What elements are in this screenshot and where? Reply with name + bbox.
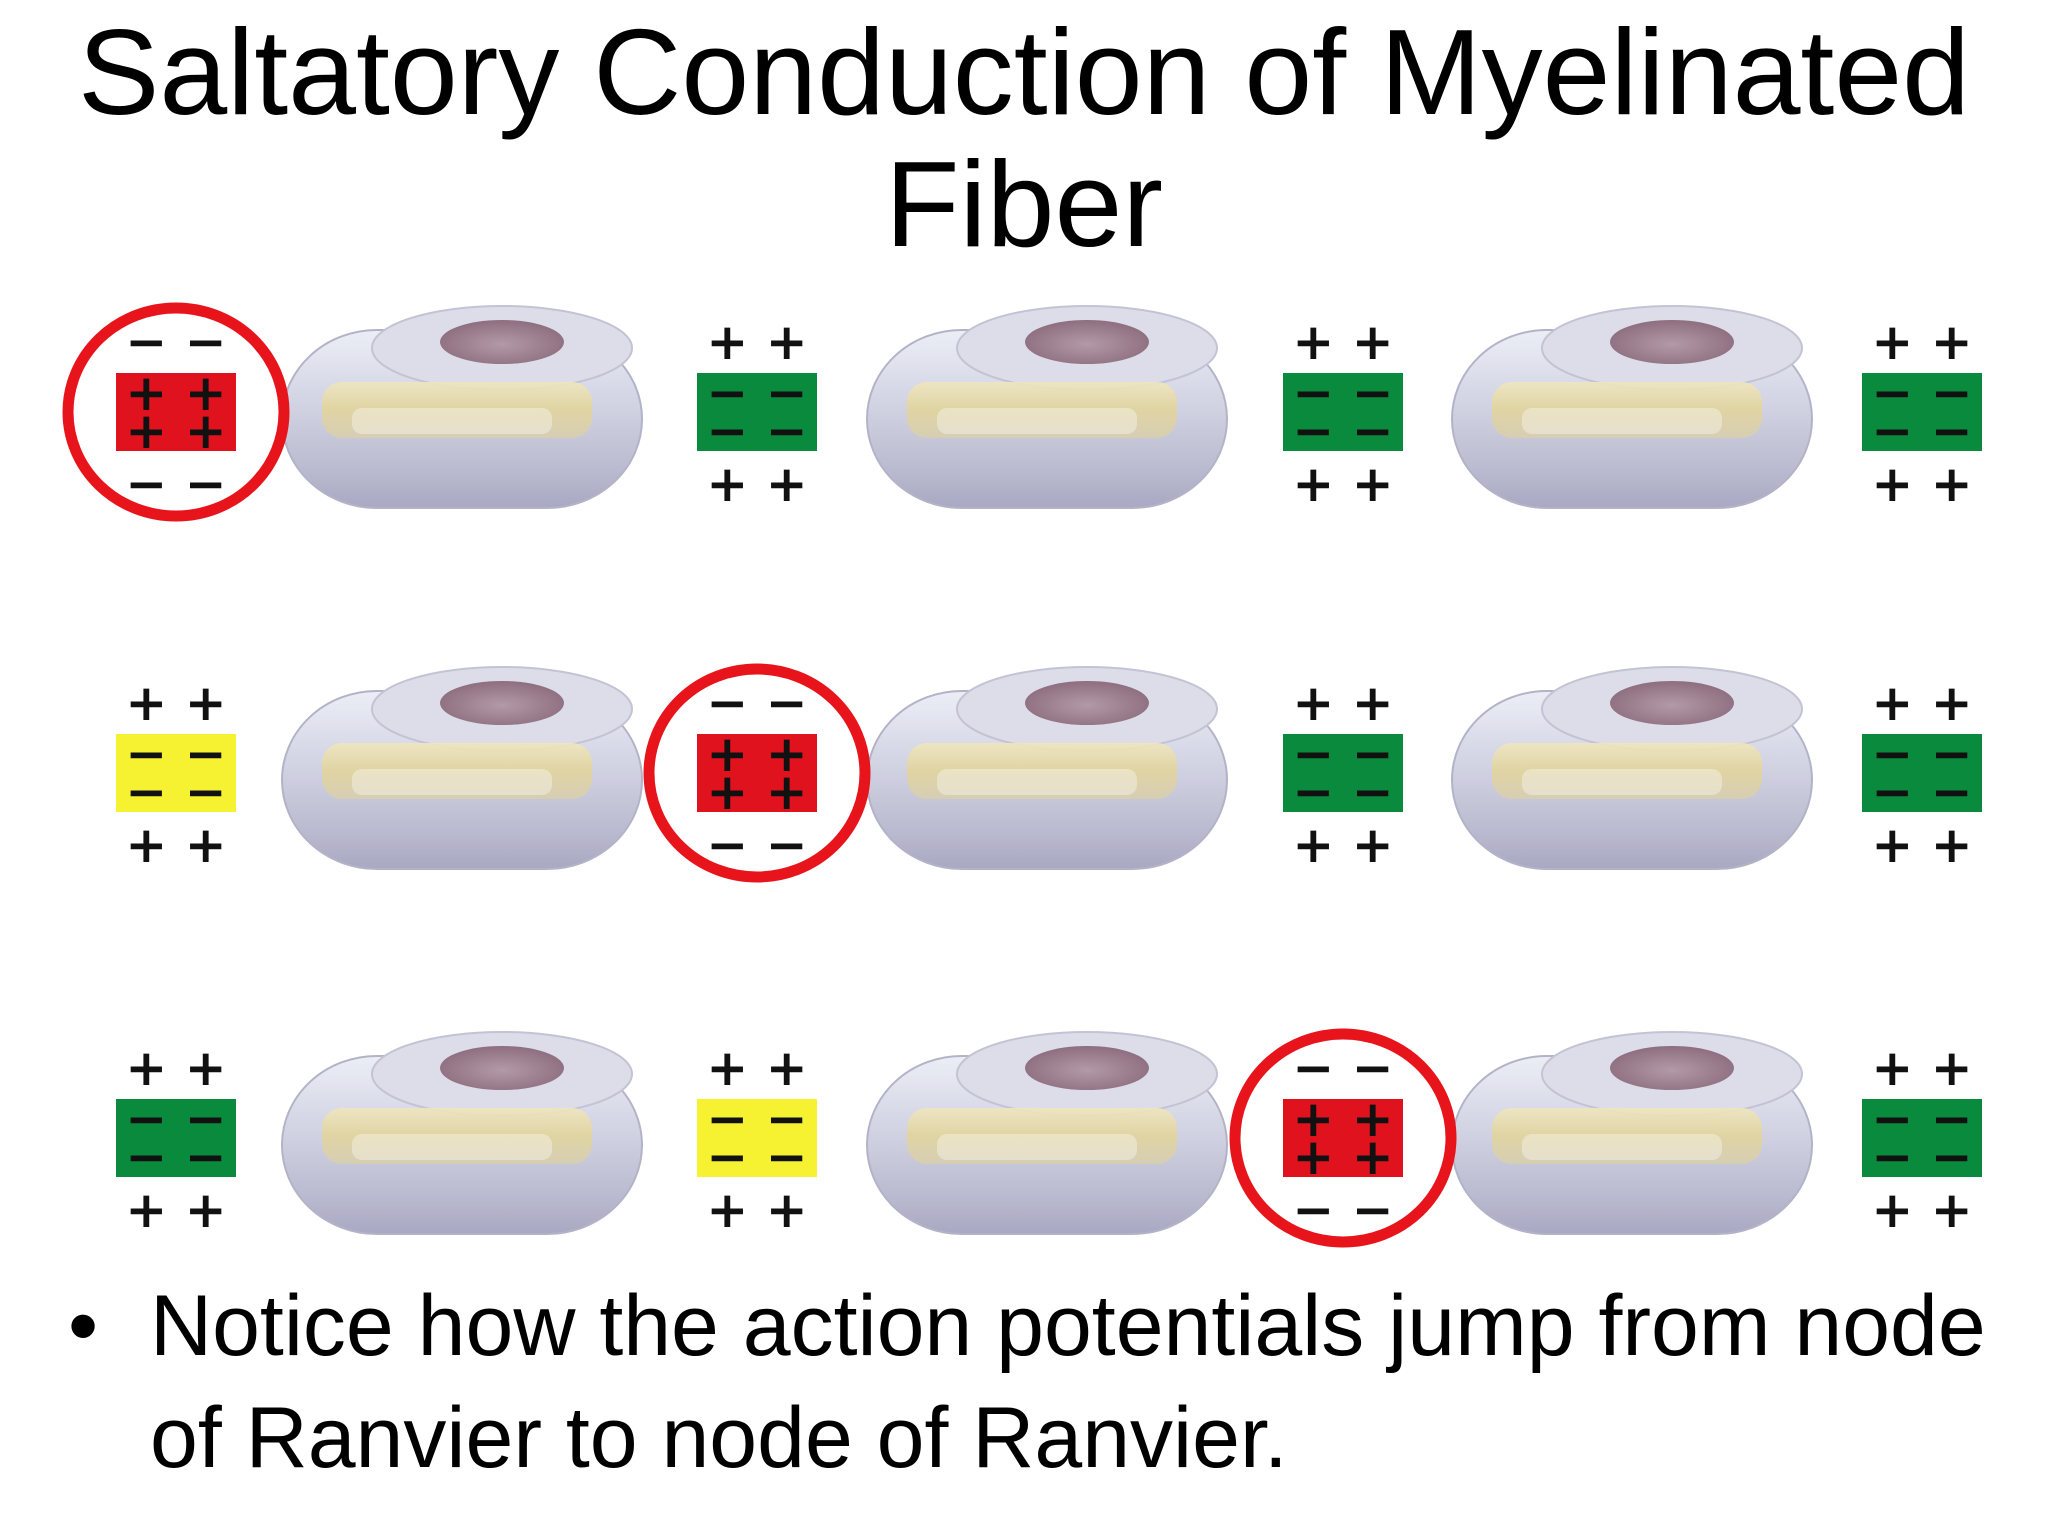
axon-core (322, 382, 592, 438)
action-potential-highlight-circle (643, 663, 871, 883)
node-of-ranvier-active (697, 734, 817, 812)
inside-charge-label: − − (1292, 725, 1393, 783)
inside-charge-label: − − (125, 1090, 226, 1148)
action-potential-highlight-circle (62, 302, 290, 522)
myelin-sheath (281, 1031, 643, 1235)
axon-core (907, 1108, 1177, 1164)
myelin-sheath (1451, 1031, 1813, 1235)
inside-charge-label: − − (706, 1128, 807, 1186)
outside-charge-label: − − (125, 313, 226, 371)
myelin-sheath (1451, 666, 1813, 870)
outside-charge-label: + + (1871, 674, 1972, 732)
axon-core (1492, 743, 1762, 799)
node-of-ranvier-refractory (697, 1099, 817, 1177)
inside-charge-label: − − (706, 1090, 807, 1148)
outside-charge-label: + + (1871, 816, 1972, 874)
schwann-nucleus (1025, 320, 1149, 364)
inside-charge-label: + + (125, 364, 226, 422)
inside-charge-label: − − (1871, 402, 1972, 460)
inside-charge-label: − − (125, 763, 226, 821)
outside-charge-label: + + (1292, 674, 1393, 732)
inside-charge-label: + + (1292, 1090, 1393, 1148)
bullet-marker: • (68, 1278, 99, 1374)
inside-charge-label: − − (706, 364, 807, 422)
title-line-1: Saltatory Conduction of Myelinated (77, 4, 1971, 140)
inside-charge-label: − − (1871, 364, 1972, 422)
myelin-sheath (866, 1031, 1228, 1235)
myelin-sheath (866, 305, 1228, 509)
inside-charge-label: + + (125, 402, 226, 460)
axon-core (322, 743, 592, 799)
axon-core (322, 1108, 592, 1164)
action-potential-highlight-circle (1229, 1028, 1457, 1248)
outside-charge-label: + + (706, 1181, 807, 1239)
outside-charge-label: + + (706, 313, 807, 371)
inside-charge-label: − − (1871, 725, 1972, 783)
outside-charge-label: + + (1292, 816, 1393, 874)
myelin-sheath (281, 305, 643, 509)
inside-charge-label: + + (706, 725, 807, 783)
axon-core (907, 743, 1177, 799)
inside-charge-label: − − (1292, 402, 1393, 460)
schwann-nucleus (1025, 1046, 1149, 1090)
outside-charge-label: + + (1871, 455, 1972, 513)
schwann-nucleus (1610, 681, 1734, 725)
conduction-row-2: + +− −− −+ +− −+ ++ +− −+ +− −− −+ ++ +−… (116, 663, 1982, 883)
node-of-ranvier-resting (1862, 373, 1982, 451)
schwann-nucleus (1610, 1046, 1734, 1090)
outside-charge-label: − − (706, 816, 807, 874)
bullet-text: Notice how the action potentials jump fr… (150, 1278, 1986, 1486)
outside-charge-label: + + (706, 1039, 807, 1097)
outside-charge-label: + + (125, 1039, 226, 1097)
axon-core (1492, 1108, 1762, 1164)
outside-charge-label: + + (1871, 1181, 1972, 1239)
inside-charge-label: − − (125, 1128, 226, 1186)
node-of-ranvier-active (1283, 1099, 1403, 1177)
outside-charge-label: + + (125, 816, 226, 874)
myelin-sheath (281, 666, 643, 870)
node-of-ranvier-resting (1283, 373, 1403, 451)
outside-charge-label: − − (1292, 1181, 1393, 1239)
outside-charge-label: + + (1292, 455, 1393, 513)
node-of-ranvier-resting (1862, 734, 1982, 812)
conduction-row-3: + +− −− −+ ++ +− −− −+ +− −+ ++ +− −+ +−… (116, 1028, 1982, 1248)
conduction-row-1: − −+ ++ +− −+ +− −− −+ ++ +− −− −+ ++ +−… (62, 302, 1982, 522)
outside-charge-label: − − (1292, 1039, 1393, 1097)
slide-title: Saltatory Conduction of Myelinated Fiber (0, 0, 2048, 270)
inside-charge-label: − − (1292, 364, 1393, 422)
myelin-sheath (1451, 305, 1813, 509)
axon-core (1492, 382, 1762, 438)
outside-charge-label: + + (1871, 1039, 1972, 1097)
node-of-ranvier-active (116, 373, 236, 451)
outside-charge-label: + + (706, 455, 807, 513)
node-of-ranvier-resting (1862, 1099, 1982, 1177)
node-of-ranvier-resting (1283, 734, 1403, 812)
inside-charge-label: + + (706, 763, 807, 821)
inside-charge-label: − − (1871, 763, 1972, 821)
schwann-nucleus (440, 681, 564, 725)
inside-charge-label: − − (1871, 1128, 1972, 1186)
inside-charge-label: − − (1871, 1090, 1972, 1148)
myelin-sheath (866, 666, 1228, 870)
outside-charge-label: + + (1871, 313, 1972, 371)
outside-charge-label: + + (1292, 313, 1393, 371)
outside-charge-label: + + (125, 674, 226, 732)
outside-charge-label: + + (125, 1181, 226, 1239)
schwann-nucleus (440, 320, 564, 364)
inside-charge-label: − − (1292, 763, 1393, 821)
outside-charge-label: − − (706, 674, 807, 732)
outside-charge-label: − − (125, 455, 226, 513)
inside-charge-label: − − (706, 402, 807, 460)
schwann-nucleus (440, 1046, 564, 1090)
node-of-ranvier-resting (697, 373, 817, 451)
inside-charge-label: − − (125, 725, 226, 783)
inside-charge-label: + + (1292, 1128, 1393, 1186)
schwann-nucleus (1610, 320, 1734, 364)
node-of-ranvier-refractory (116, 734, 236, 812)
title-line-2: Fiber (885, 136, 1163, 272)
node-of-ranvier-resting (116, 1099, 236, 1177)
schwann-nucleus (1025, 681, 1149, 725)
axon-core (907, 382, 1177, 438)
